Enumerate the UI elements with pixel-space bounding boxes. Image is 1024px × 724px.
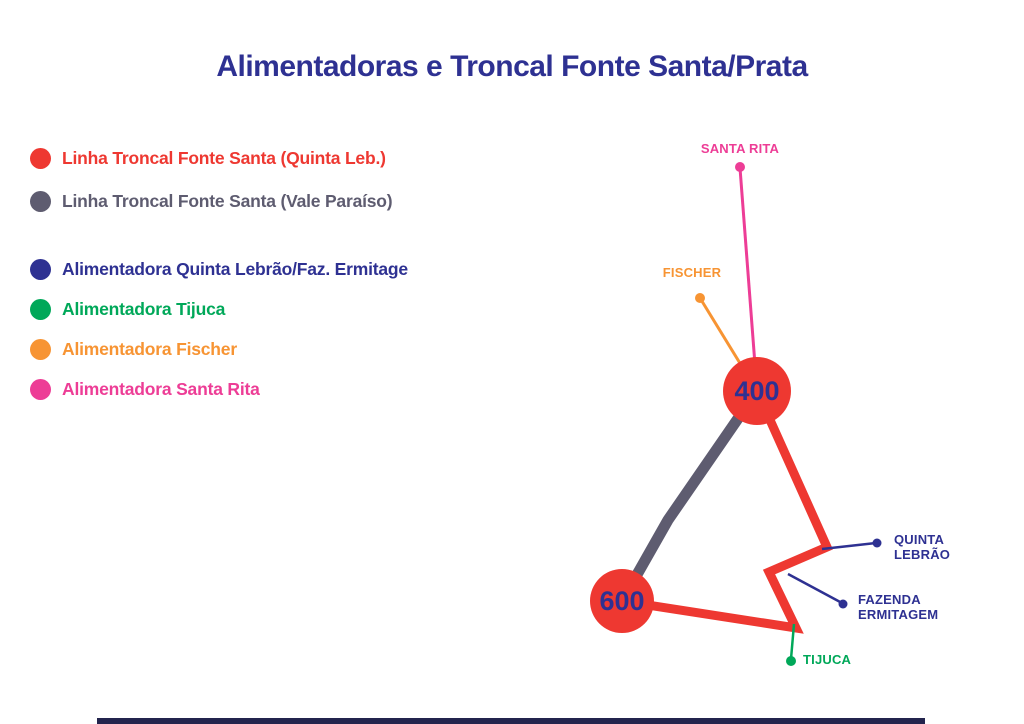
tijuca-line [789, 623, 796, 660]
fischer-dot [695, 293, 705, 303]
legend-swatch-slate-icon [30, 190, 51, 212]
legend-item-quinta-lebrao: Alimentadora Quinta Lebrão/Faz. Ermitage [30, 257, 408, 281]
legend-swatch-green-icon [30, 298, 51, 320]
legend-label: Alimentadora Santa Rita [62, 378, 260, 399]
legend-item-troncal-vale-paraiso: Linha Troncal Fonte Santa (Vale Paraíso) [30, 189, 393, 213]
station-label-quinta-lebrao: QUINTA LEBRÃO [894, 532, 951, 562]
fazenda-ermitagem-dot [838, 599, 848, 609]
legend-label: Linha Troncal Fonte Santa (Vale Paraíso) [62, 190, 393, 211]
legend-label: Alimentadora Fischer [62, 338, 237, 359]
tijuca-dot [786, 656, 796, 666]
legend-item-tijuca: Alimentadora Tijuca [30, 297, 225, 321]
troncal-quinta-line [617, 386, 833, 634]
legend-item-troncal-quinta: Linha Troncal Fonte Santa (Quinta Leb.) [30, 146, 386, 170]
legend-swatch-navy-icon [30, 258, 51, 280]
station-label-tijuca: TIJUCA [803, 652, 852, 667]
station-label-santa-rita: SANTA RITA [700, 141, 780, 156]
fazenda-ermitagem-line [787, 572, 843, 605]
legend-label: Alimentadora Tijuca [62, 298, 226, 319]
troncal-vale-paraiso-line [616, 385, 763, 607]
node-600-circle [590, 569, 654, 633]
station-label-fischer: FISCHER [662, 265, 722, 280]
node-400-circle [723, 357, 791, 425]
station-label-fazenda-ermitagem: FAZENDA ERMITAGEM [858, 592, 939, 622]
node-label-600: 600 [599, 586, 645, 616]
legend-swatch-pink-icon [30, 378, 51, 400]
node-label-400: 400 [734, 376, 780, 406]
footer-bar [97, 718, 925, 724]
legend-label: Linha Troncal Fonte Santa (Quinta Leb.) [62, 147, 386, 168]
legend-swatch-orange-icon [30, 338, 51, 360]
legend-label: Alimentadora Quinta Lebrão/Faz. Ermitage [62, 258, 408, 279]
page-title: Alimentadoras e Troncal Fonte Santa/Prat… [216, 50, 808, 83]
quinta-lebrao-dot [872, 538, 882, 548]
santa-rita-line [738, 167, 759, 392]
legend-item-fischer: Alimentadora Fischer [30, 337, 237, 361]
legend-swatch-red-icon [30, 147, 51, 169]
santa-rita-dot [735, 162, 745, 172]
legend-item-santa-rita: Alimentadora Santa Rita [30, 377, 260, 401]
quinta-lebrao-line [821, 541, 877, 551]
